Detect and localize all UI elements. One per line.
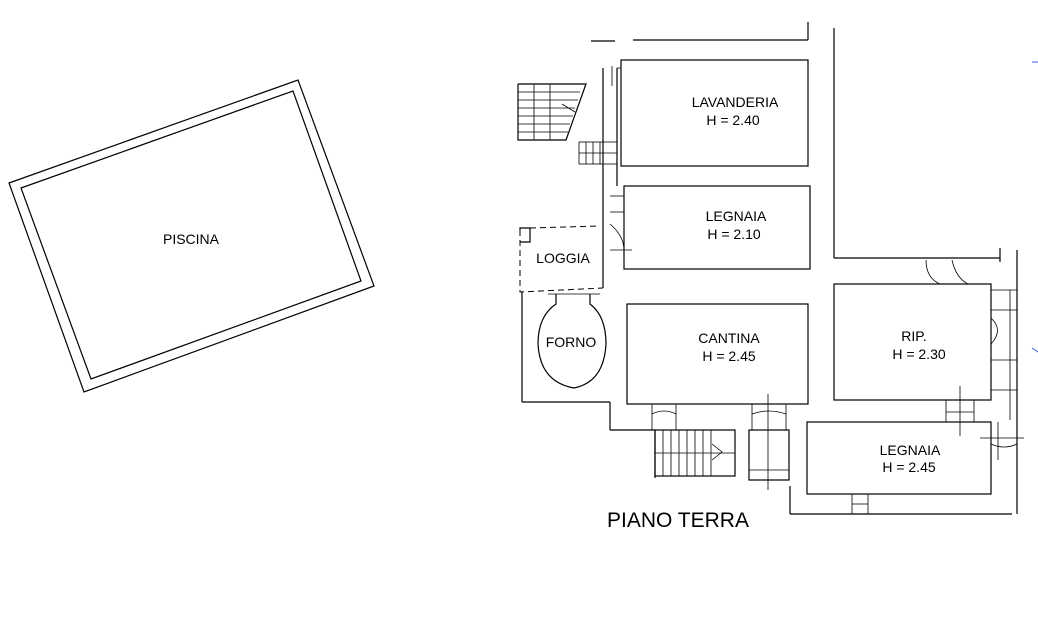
building-perimeter — [521, 22, 1018, 515]
staircase-south — [654, 429, 790, 481]
room-rip-walls — [833, 259, 1017, 436]
room-label-rip: RIP. — [901, 328, 926, 344]
room-legnaia-2-walls — [806, 421, 1024, 514]
room-height-lavanderia: H = 2.40 — [706, 112, 760, 128]
pool-outline — [8, 79, 375, 393]
staircase-north — [517, 83, 618, 165]
room-height-legnaia-2: H = 2.45 — [882, 459, 936, 475]
room-lavanderia-walls — [617, 59, 809, 167]
room-height-legnaia-1: H = 2.10 — [707, 226, 761, 242]
room-label-legnaia-2: LEGNAIA — [880, 442, 941, 458]
room-height-rip: H = 2.30 — [892, 346, 946, 362]
room-label-piscina: PISCINA — [163, 231, 220, 247]
edge-marks — [1031, 61, 1038, 353]
room-legnaia-1-walls — [609, 185, 811, 270]
room-label-loggia: LOGGIA — [536, 250, 590, 266]
room-cantina-walls — [626, 303, 809, 490]
plan-title: PIANO TERRA — [607, 509, 749, 532]
room-forno-walls — [537, 293, 607, 389]
room-label-legnaia-1: LEGNAIA — [706, 208, 767, 224]
room-label-cantina: CANTINA — [698, 330, 760, 346]
room-label-lavanderia: LAVANDERIA — [692, 94, 779, 110]
room-label-forno: FORNO — [546, 334, 597, 350]
room-loggia-walls — [519, 225, 604, 293]
room-height-cantina: H = 2.45 — [702, 348, 756, 364]
